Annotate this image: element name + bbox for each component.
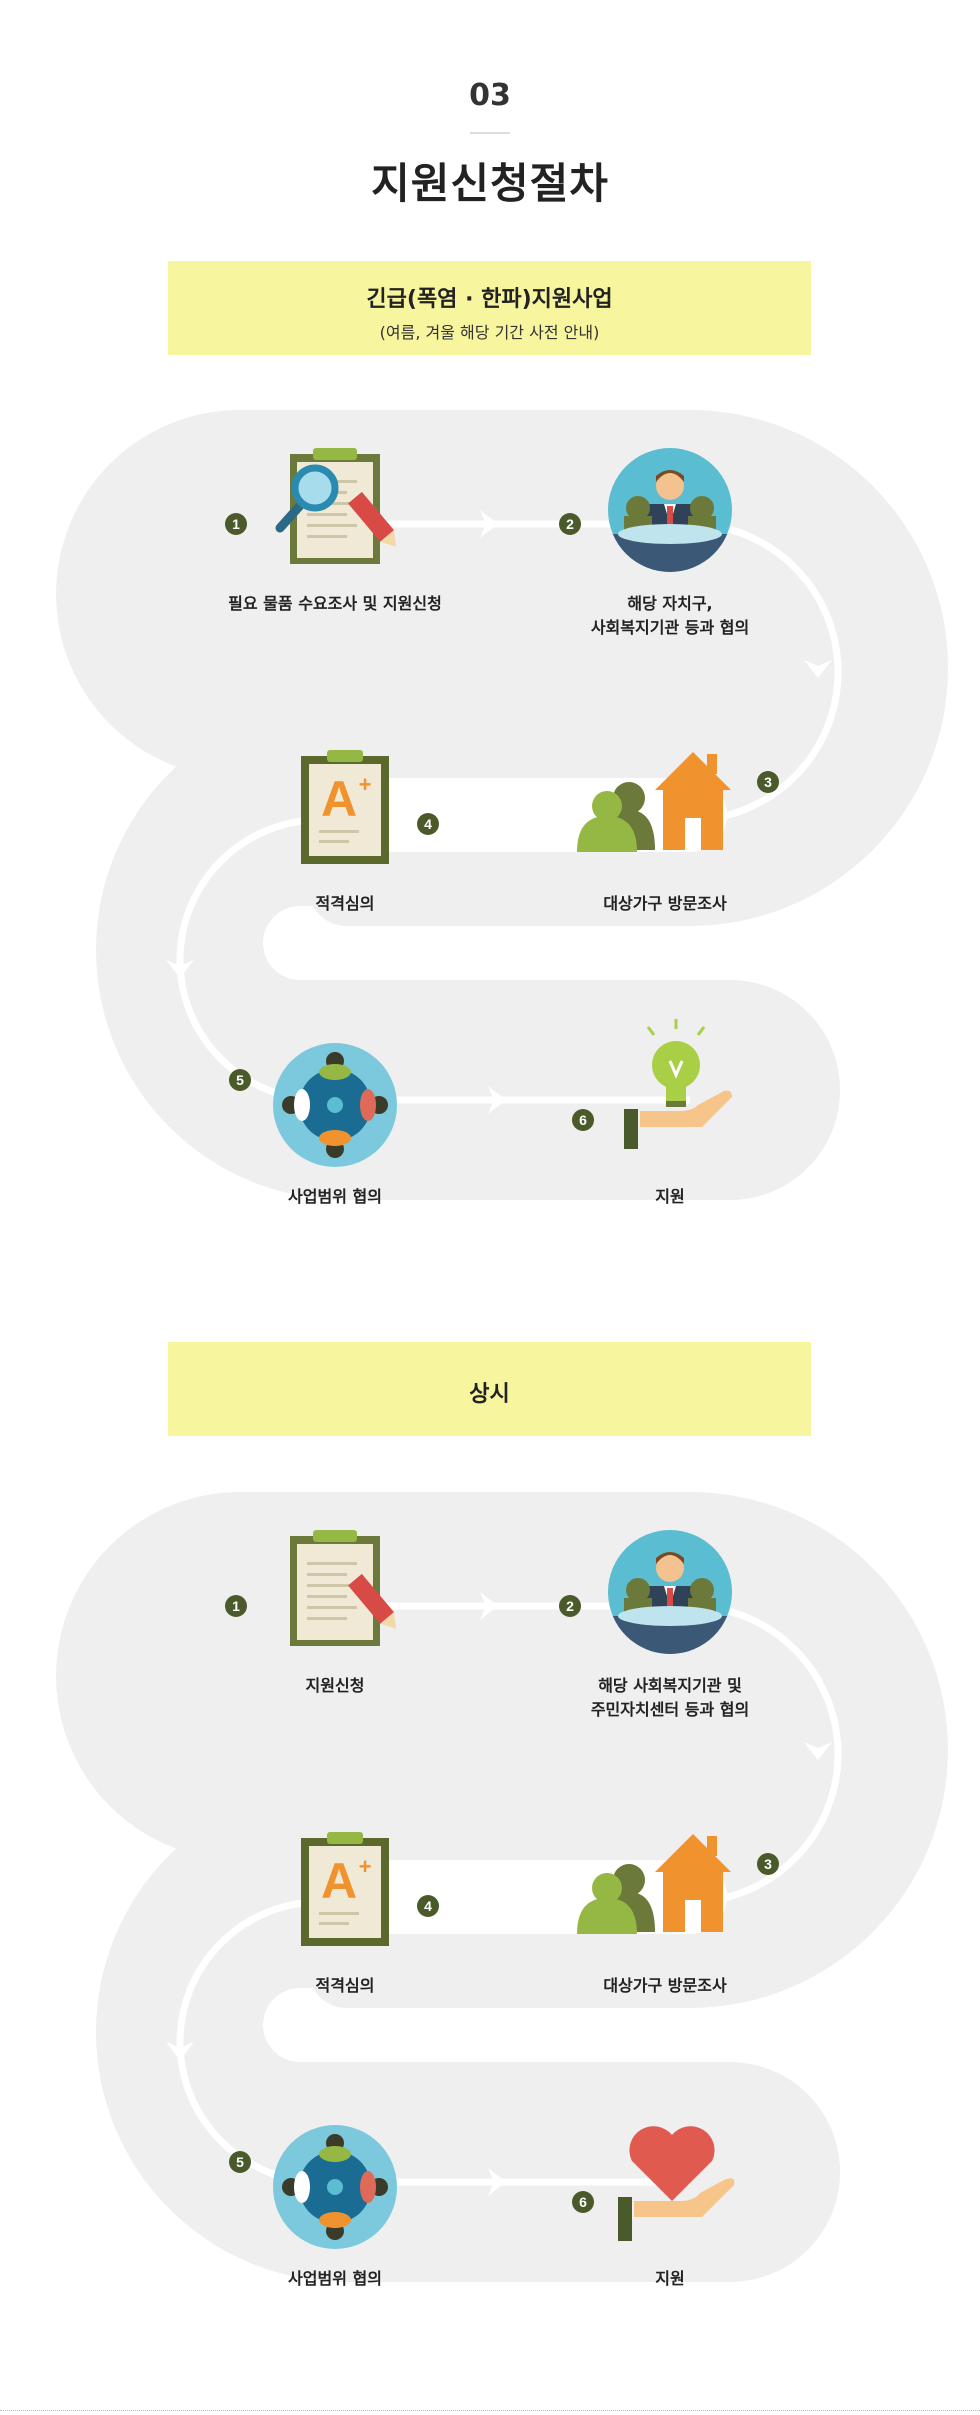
house-family-icon — [577, 752, 731, 852]
step-caption-line: 해당 자치구, — [627, 594, 713, 613]
step-caption-line: 지원 — [655, 1187, 685, 1206]
step-caption-line: 사업범위 협의 — [288, 2269, 382, 2288]
step-badge-number: 3 — [764, 1856, 772, 1872]
hand-lightbulb-icon — [624, 1019, 732, 1149]
bottom-divider — [0, 2410, 980, 2411]
svg-text:+: + — [359, 772, 372, 797]
step-badge: 3 — [757, 771, 779, 793]
svg-text:A: A — [321, 771, 357, 827]
step-badge-number: 6 — [579, 1112, 587, 1128]
step-caption: 사업범위 협의 — [185, 2267, 485, 2291]
step-caption-line: 필요 물품 수요조사 및 지원신청 — [228, 594, 442, 613]
clipboard-pencil-icon — [290, 1530, 397, 1646]
step-badge: 5 — [229, 2151, 251, 2173]
step-number: 03 — [469, 78, 511, 113]
house-family-icon — [577, 1834, 731, 1934]
section-banner-emergency: 긴급(폭염 · 한파)지원사업 (여름, 겨울 해당 기간 사전 안내) — [168, 261, 811, 355]
step-badge: 1 — [225, 513, 247, 535]
clipboard-magnifier-pencil-icon — [275, 448, 397, 564]
step-caption-line: 사업범위 협의 — [288, 1187, 382, 1206]
step-badge: 2 — [559, 1595, 581, 1617]
step-caption: 적격심의 — [195, 1974, 495, 1998]
banner-title: 긴급(폭염 · 한파)지원사업 — [366, 287, 613, 312]
clipboard-grade-a-icon: A+ — [301, 1832, 389, 1946]
path-arrow-icon — [516, 1888, 534, 1916]
step-badge-number: 2 — [566, 1598, 574, 1614]
step-badge: 5 — [229, 1069, 251, 1091]
step-caption: 지원 — [520, 2267, 820, 2291]
step-caption: 적격심의 — [195, 892, 495, 916]
step-caption: 지원 — [520, 1185, 820, 1209]
step-caption-line: 적격심의 — [315, 894, 375, 913]
round-table-meeting-icon — [273, 2125, 397, 2249]
path-arrow-icon — [488, 2168, 506, 2196]
path-arrow-icon — [516, 806, 534, 834]
step-badge: 4 — [417, 1895, 439, 1917]
banner-title: 상시 — [469, 1382, 510, 1407]
banner-subtitle: (여름, 겨울 해당 기간 사전 안내) — [379, 323, 600, 342]
clipboard-grade-a-icon: A+ — [301, 750, 389, 864]
path-arrow-icon — [480, 1592, 498, 1620]
step-badge-number: 6 — [579, 2194, 587, 2210]
step-caption-line: 해당 사회복지기관 및 — [598, 1676, 742, 1695]
step-caption-line: 적격심의 — [315, 1976, 375, 1995]
step-badge-number: 4 — [424, 1898, 432, 1914]
step-caption: 지원신청 — [185, 1674, 485, 1698]
step-caption-line: 지원신청 — [305, 1676, 365, 1695]
road-band-top — [56, 1492, 948, 2008]
section-banner-regular: 상시 — [168, 1342, 811, 1436]
step-badge-number: 5 — [236, 1072, 244, 1088]
step-badge: 3 — [757, 1853, 779, 1875]
step-caption: 대상가구 방문조사 — [515, 892, 815, 916]
step-caption-line: 대상가구 방문조사 — [603, 1976, 727, 1995]
round-table-meeting-icon — [273, 1043, 397, 1167]
svg-text:A: A — [321, 1853, 357, 1909]
svg-text:+: + — [359, 1854, 372, 1879]
meeting-person-icon — [608, 1530, 732, 1654]
step-badge-number: 2 — [566, 516, 574, 532]
path-arrow-icon — [480, 510, 498, 538]
step-caption: 대상가구 방문조사 — [515, 1974, 815, 1998]
step-caption: 사업범위 협의 — [185, 1185, 485, 1209]
hand-heart-icon — [618, 2126, 735, 2241]
road-band-top — [56, 410, 948, 926]
step-badge: 4 — [417, 813, 439, 835]
step-caption-line: 사회복지기관 등과 협의 — [590, 618, 750, 637]
step-caption-line: 지원 — [655, 2269, 685, 2288]
step-badge: 2 — [559, 513, 581, 535]
step-badge: 6 — [572, 2191, 594, 2213]
path-arrow-icon — [166, 960, 194, 978]
step-badge-number: 3 — [764, 774, 772, 790]
path-arrow-icon — [166, 2042, 194, 2060]
step-badge-number: 5 — [236, 2154, 244, 2170]
step-badge-number: 1 — [232, 1598, 240, 1614]
step-badge-number: 4 — [424, 816, 432, 832]
page-title: 지원신청절차 — [371, 159, 609, 208]
step-caption-line: 주민자치센터 등과 협의 — [590, 1700, 750, 1719]
step-badge-number: 1 — [232, 516, 240, 532]
step-badge: 6 — [572, 1109, 594, 1131]
step-caption: 해당 자치구, 사회복지기관 등과 협의 — [520, 592, 820, 640]
path-arrow-icon — [804, 1742, 832, 1760]
step-caption-line: 대상가구 방문조사 — [603, 894, 727, 913]
step-caption: 필요 물품 수요조사 및 지원신청 — [185, 592, 485, 616]
step-badge: 1 — [225, 1595, 247, 1617]
path-arrow-icon — [488, 1086, 506, 1114]
path-arrow-icon — [804, 660, 832, 678]
title-divider — [470, 132, 510, 134]
